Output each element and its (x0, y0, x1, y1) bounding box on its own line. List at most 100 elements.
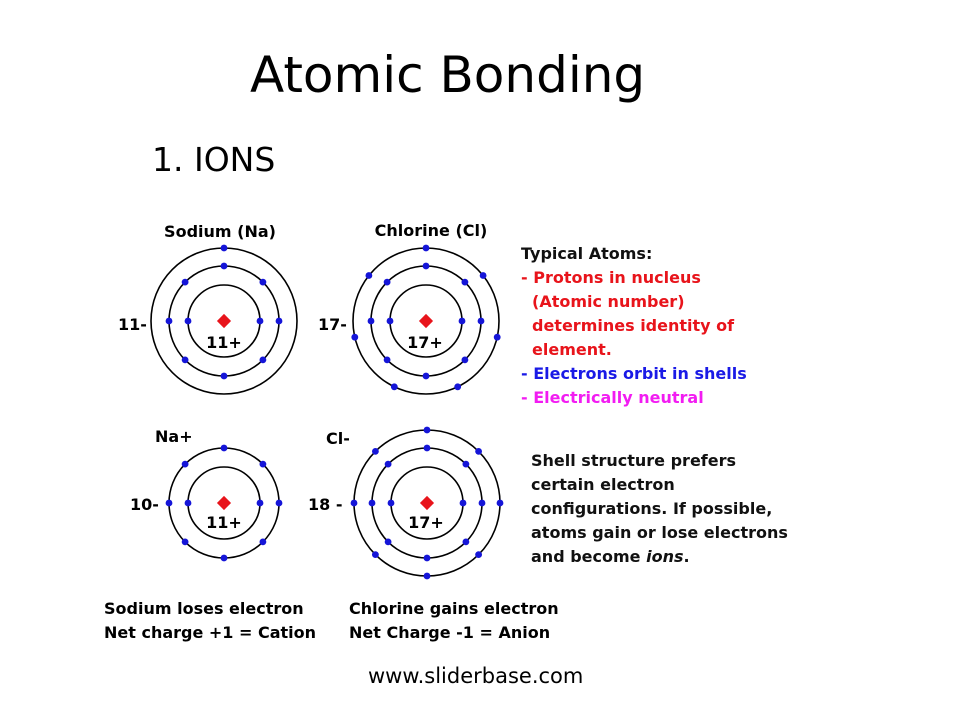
nucleus (216, 495, 232, 511)
sodium-ion (165, 444, 283, 562)
electron-dot (459, 499, 467, 507)
electron-dot (423, 426, 431, 434)
electron-dot (165, 317, 173, 325)
electron-dot (259, 460, 267, 468)
electron-dot (220, 244, 228, 252)
electron-dot (181, 356, 189, 364)
electron-dot (461, 356, 469, 364)
chlorine-atom (351, 244, 501, 395)
electron-dot (383, 356, 391, 364)
electron-dot (367, 317, 375, 325)
electron-dot (479, 272, 487, 279)
shell-structure-note: Shell structure prefers certain electron… (531, 449, 788, 569)
electron-dot (477, 317, 485, 325)
shell-note-line3: configurations. If possible, (531, 499, 773, 518)
electron-dot (220, 554, 228, 562)
chlorine-caption-line2: Net Charge -1 = Anion (349, 623, 550, 642)
sodium-nucleus-charge: 11+ (206, 333, 242, 352)
footer-url: www.sliderbase.com (368, 664, 584, 688)
electron-dot (462, 460, 470, 468)
typical-atoms-note: Typical Atoms: - Protons in nucleus (Ato… (521, 242, 747, 410)
electron-dot (387, 499, 395, 507)
nucleus (418, 313, 434, 329)
electron-dot (386, 317, 394, 325)
shell-note-line4: atoms gain or lose electrons (531, 523, 788, 542)
nucleus (419, 495, 435, 511)
electron-dot (184, 499, 192, 507)
electron-dot (383, 278, 391, 286)
electron-dot (384, 460, 392, 468)
electron-dot (423, 554, 431, 562)
electron-dot (384, 538, 392, 546)
sodium-ion-nucleus-charge: 11+ (206, 513, 242, 532)
slide-subtitle: 1. IONS (152, 140, 276, 179)
shell-note-line5-suffix: . (683, 547, 690, 566)
electron-dot (351, 333, 359, 341)
chlorine-atom-label: Chlorine (Cl) (375, 221, 488, 240)
sodium-atom (150, 244, 298, 395)
electron-dot (181, 460, 189, 468)
electron-dot (365, 272, 373, 279)
electron-dot (496, 499, 504, 507)
electron-dot (220, 262, 228, 270)
electron-dot (372, 551, 379, 558)
shell-note-line5: and become ions. (531, 545, 788, 569)
electron-dot (461, 278, 469, 286)
sodium-atom-label: Sodium (Na) (164, 222, 276, 241)
electron-dot (256, 317, 264, 325)
sodium-caption-line2: Net charge +1 = Cation (104, 623, 316, 642)
electron-dot (368, 499, 376, 507)
electron-dot (493, 333, 501, 341)
chlorine-caption-line1: Chlorine gains electron (349, 599, 559, 618)
determines-identity-line: determines identity of (532, 316, 735, 335)
electron-dot (165, 499, 173, 507)
electron-dot (422, 372, 430, 380)
electron-dot (184, 317, 192, 325)
electron-dot (181, 278, 189, 286)
sodium-caption-line1: Sodium loses electron (104, 599, 304, 618)
electron-dot (220, 372, 228, 380)
electron-dot (454, 383, 462, 391)
electron-dot (423, 572, 431, 580)
electron-dot (390, 383, 398, 391)
electron-dot (475, 551, 482, 558)
electron-dot (350, 499, 358, 507)
electron-dot (462, 538, 470, 546)
electron-dot (478, 499, 486, 507)
nucleus (216, 313, 232, 329)
electron-dot (259, 538, 267, 546)
atomic-number-line: (Atomic number) (532, 292, 685, 311)
electron-dot (372, 448, 379, 455)
electron-dot (475, 448, 482, 455)
chloride-ion-nucleus-charge: 17+ (408, 513, 444, 532)
shell-note-line5-prefix: and become (531, 547, 647, 566)
electron-dot (275, 499, 283, 507)
electron-dot (423, 444, 431, 452)
chlorine-nucleus-charge: 17+ (407, 333, 443, 352)
sodium-ion-label: Na+ (155, 427, 193, 446)
electrons-orbit-line: - Electrons orbit in shells (521, 364, 747, 383)
electron-dot (256, 499, 264, 507)
protons-line: - Protons in nucleus (521, 268, 701, 287)
chloride-ion-label: Cl- (326, 429, 350, 448)
chlorine-electron-count: 17- (318, 315, 347, 334)
ions-emphasis: ions (646, 547, 684, 566)
element-line: element. (532, 340, 612, 359)
electron-dot (259, 278, 267, 286)
electron-dot (422, 262, 430, 270)
chloride-ion-electron-count: 18 - (308, 495, 342, 514)
sodium-electron-count: 11- (118, 315, 147, 334)
electron-dot (220, 444, 228, 452)
shell-note-line1: Shell structure prefers (531, 451, 737, 470)
sodium-ion-electron-count: 10- (130, 495, 159, 514)
electron-dot (422, 244, 430, 252)
slide-title: Atomic Bonding (250, 46, 646, 104)
chloride-ion (350, 426, 504, 580)
electron-dot (275, 317, 283, 325)
shell-note-line2: certain electron (531, 475, 675, 494)
electron-dot (458, 317, 466, 325)
electron-dot (181, 538, 189, 546)
electron-dot (259, 356, 267, 364)
